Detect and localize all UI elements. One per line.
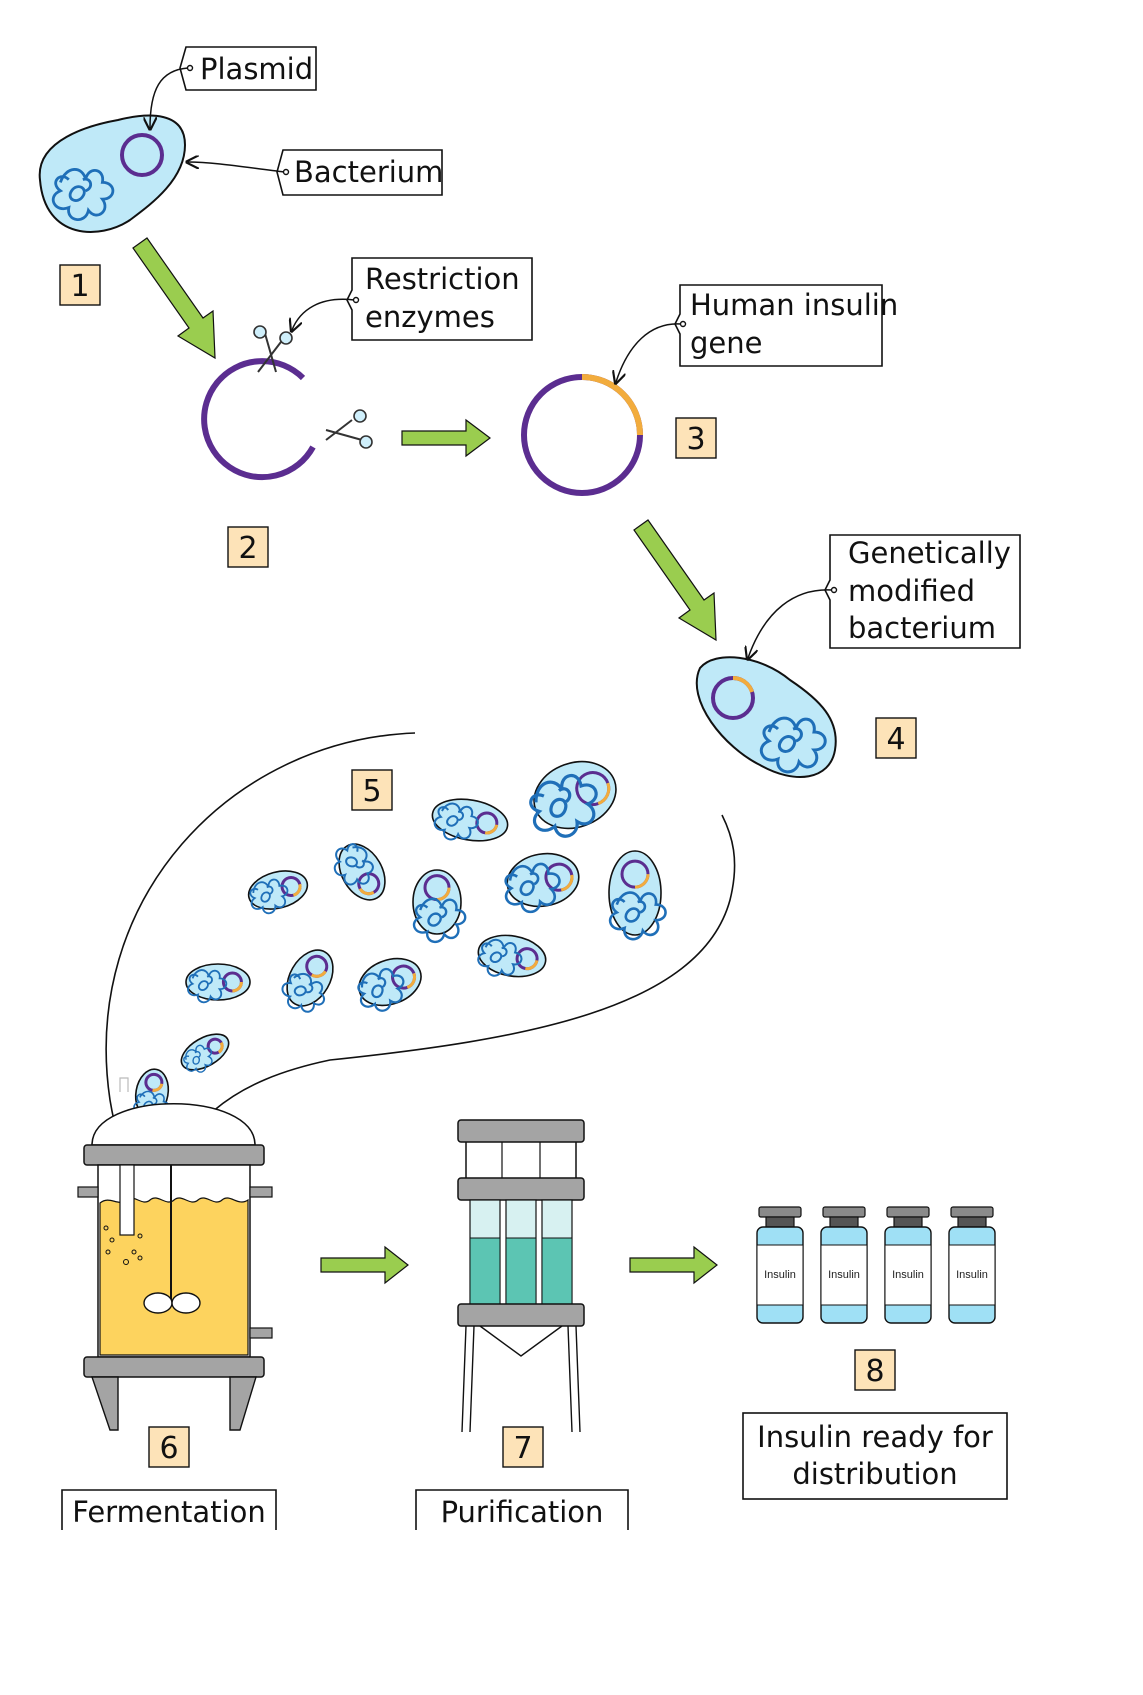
colony-bacterium — [500, 852, 580, 918]
insulin-vial: Insulin — [948, 1206, 996, 1324]
svg-text:6: 6 — [159, 1431, 178, 1466]
insulin-vials: Insulin Insulin Insulin Insulin — [756, 1206, 996, 1324]
arrow-7-to-8 — [629, 1245, 718, 1285]
cut-plasmid — [201, 358, 316, 481]
svg-text:3: 3 — [686, 422, 705, 457]
arrow-6-to-7 — [320, 1245, 409, 1285]
plasmid-callout: Plasmid — [150, 46, 317, 128]
svg-text:2: 2 — [238, 531, 257, 566]
purification-label: Purification — [441, 1495, 604, 1529]
insulin-vial: Insulin — [820, 1206, 868, 1324]
gm-bacterium-callout: Genetically modified — [748, 534, 1021, 658]
restriction-callout: Restriction enzymes — [292, 257, 533, 341]
insulin-vial: Insulin — [756, 1206, 804, 1324]
restriction-label-line1: Restriction — [365, 262, 520, 296]
vial-label: Insulin — [892, 1269, 924, 1281]
distribution-label-box: Insulin ready for distribution — [742, 1412, 1008, 1500]
gm-bacterium — [695, 656, 837, 778]
insulin-gene-label-line2: gene — [690, 326, 762, 360]
svg-text:8: 8 — [865, 1354, 884, 1389]
arrow-3-to-4 — [633, 519, 717, 642]
colony-bacterium — [245, 870, 309, 919]
insulin-gene-label-line1: Human insulin — [690, 288, 898, 322]
scissors-icon — [325, 409, 373, 449]
svg-text:1: 1 — [70, 269, 89, 304]
plasmid-label: Plasmid — [200, 52, 313, 86]
colony-bacterium — [608, 850, 667, 941]
bacteria-colony — [131, 760, 667, 1125]
arrow-2-to-3 — [401, 418, 491, 458]
step-badge-4: 4 — [875, 717, 917, 759]
colony-bacterium — [521, 760, 617, 847]
insulin-gene-callout: Human insulin gene — [616, 284, 898, 382]
bacterium-callout: Bacterium — [188, 149, 443, 196]
bacterium-label: Bacterium — [294, 155, 443, 189]
step-badge-2: 2 — [227, 526, 269, 568]
scissors-icon — [253, 325, 293, 373]
fermentation-label: Fermentation — [72, 1495, 266, 1529]
step-badge-8: 8 — [854, 1349, 896, 1391]
svg-text:4: 4 — [886, 722, 905, 757]
distribution-label-line1: Insulin ready for — [757, 1420, 993, 1454]
step-badge-1: 1 — [59, 264, 101, 306]
colony-bacterium — [325, 837, 386, 901]
gm-label-line1: Genetically — [848, 536, 1011, 570]
bacterium-step1 — [38, 114, 187, 233]
gm-label-line2: modified — [848, 574, 975, 608]
colony-bacterium — [185, 963, 251, 1004]
colony-bacterium — [474, 934, 547, 981]
vial-label: Insulin — [764, 1269, 796, 1281]
colony-bacterium — [431, 798, 509, 845]
recombinant-plasmid — [521, 374, 643, 496]
colony-bacterium — [179, 1033, 230, 1079]
plasmid-ring — [120, 133, 164, 177]
arrow-1-to-2 — [132, 237, 216, 360]
svg-text:5: 5 — [362, 774, 381, 809]
purification-columns — [457, 1119, 585, 1433]
distribution-label-line2: distribution — [792, 1457, 957, 1491]
gm-label-line3: bacterium — [848, 611, 996, 645]
insulin-vial: Insulin — [884, 1206, 932, 1324]
step-badge-6: 6 — [148, 1426, 190, 1468]
vial-label: Insulin — [828, 1269, 860, 1281]
restriction-label-line2: enzymes — [365, 300, 495, 334]
colony-bacterium — [352, 957, 422, 1019]
colony-bacterium — [275, 949, 334, 1021]
vial-label: Insulin — [956, 1269, 988, 1281]
step-badge-3: 3 — [675, 417, 717, 459]
purification-label-box: Purification — [415, 1489, 629, 1530]
step-badge-5: 5 — [351, 769, 393, 811]
fermenter — [77, 1077, 273, 1431]
step-badge-7: 7 — [502, 1426, 544, 1468]
colony-bacterium — [412, 869, 467, 944]
svg-text:7: 7 — [513, 1431, 532, 1466]
fermentation-label-box: Fermentation — [61, 1489, 277, 1530]
